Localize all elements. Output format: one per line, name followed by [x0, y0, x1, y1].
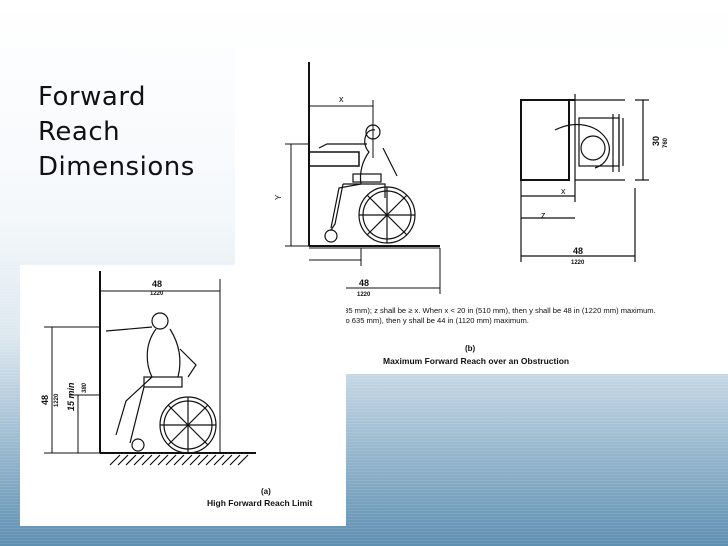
- plan-person: [554, 123, 610, 169]
- plan-dim-1220: 1220: [571, 260, 585, 266]
- title-line-1: Forward: [38, 82, 147, 112]
- plan-label-x: x: [561, 186, 566, 196]
- figure-b-letter: (b): [465, 344, 476, 353]
- plan-dim-48: 48: [573, 246, 583, 256]
- caster-wheel: [324, 229, 338, 243]
- figure-b-drawing: x Y z 48 1220: [274, 62, 669, 298]
- leg: [330, 183, 362, 229]
- title-line-2: Reach: [38, 117, 121, 147]
- reaching-arm: [105, 326, 153, 332]
- caster-wheel: [131, 438, 145, 452]
- figure-a-letter: (a): [261, 487, 271, 496]
- dim-1220-top: 1220: [150, 291, 164, 297]
- head: [365, 124, 381, 140]
- plan-label-30: 30: [651, 136, 661, 146]
- plan-label-z: z: [541, 210, 546, 220]
- dim-15min: 15 min: [66, 382, 76, 411]
- plan-label-760: 760: [663, 137, 669, 148]
- figure-a-caption: High Forward Reach Limit: [207, 498, 313, 508]
- figure-b-caption: Maximum Forward Reach over an Obstructio…: [383, 356, 570, 366]
- floor-hatch: [109, 454, 249, 466]
- dim-48-top: 48: [152, 279, 162, 289]
- note-line-2: When x is 20 to 25 in (510 to 635 mm), t…: [253, 316, 529, 325]
- obstruction: [308, 151, 360, 167]
- title-line-3: Dimensions: [38, 152, 195, 182]
- label-y: Y: [274, 194, 283, 200]
- reaching-arm: [318, 143, 367, 149]
- head: [151, 312, 169, 330]
- plan-view: [520, 94, 649, 262]
- dim-1220: 1220: [357, 292, 371, 298]
- dim-48-side: 48: [40, 395, 50, 405]
- note-line-1: NOTE: x shall be ≤ 25 in (635 mm); z sha…: [253, 306, 656, 315]
- figure-b-note: NOTE: x shall be ≤ 25 in (635 mm); z sha…: [253, 306, 723, 326]
- label-x-top: x: [339, 94, 344, 104]
- wheelchair-user-side: [318, 124, 416, 244]
- wheelchair-user-reaching: [105, 312, 217, 454]
- dim-1220-side: 1220: [54, 393, 60, 407]
- leg: [115, 376, 153, 436]
- figure-a-panel: 48 1220 48 1220 15 min 380: [20, 265, 346, 526]
- dim-48: 48: [359, 278, 369, 288]
- plan-obstruction: [520, 99, 570, 181]
- slide-title: Forward Reach Dimensions: [38, 80, 218, 185]
- figure-a-drawing: 48 1220 48 1220 15 min 380: [40, 271, 256, 466]
- dim-380: 380: [82, 382, 88, 393]
